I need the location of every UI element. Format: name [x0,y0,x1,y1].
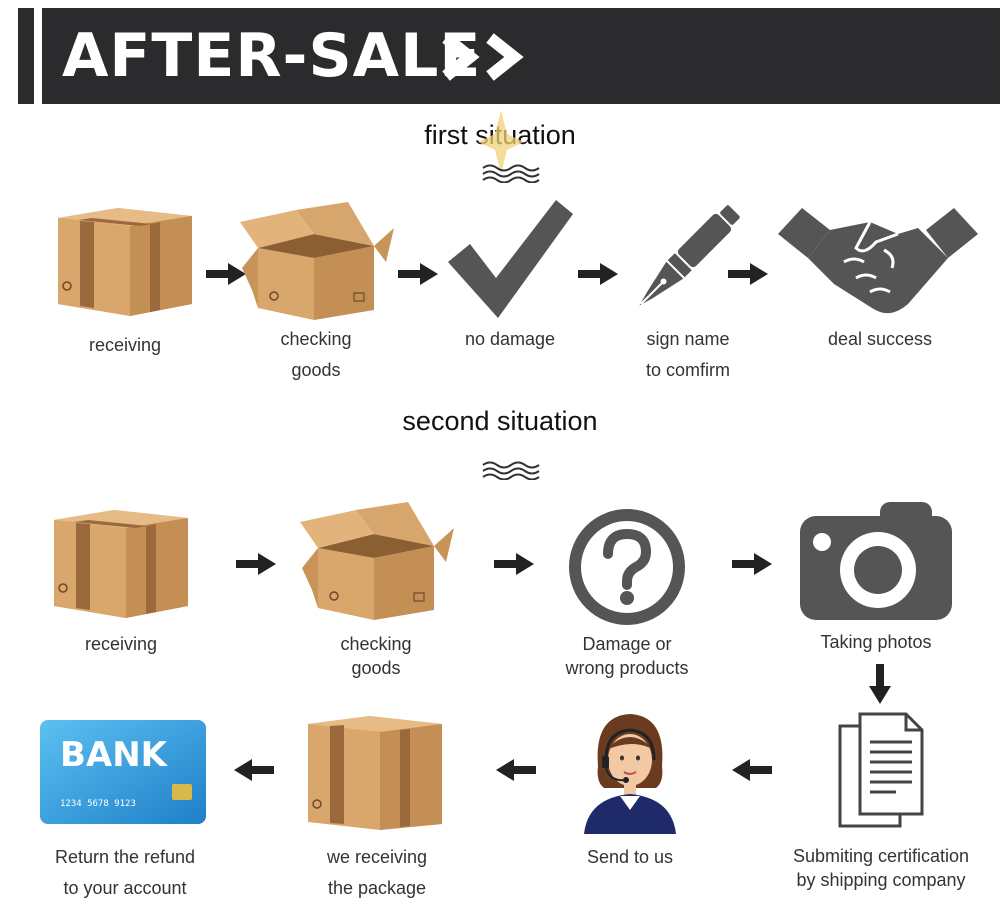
camera-icon [800,502,952,622]
documents-icon [836,710,926,830]
handshake-icon [778,200,978,322]
double-chevron-right-icon [440,32,532,82]
waves-icon [481,460,541,480]
arrow-right-icon [732,552,772,576]
arrow-right-icon [236,552,276,576]
closed-box-icon [46,502,196,622]
closed-box-icon [50,200,200,320]
checkmark-icon [448,200,573,320]
waves-icon [481,163,541,183]
step2-receiving-label: receiving [84,634,158,654]
step-no-damage-label: no damage [464,329,556,349]
step2-taking-photos-label: Taking photos [820,632,932,652]
step2-send-to-us-label: Send to us [586,847,674,867]
arrow-right-icon [494,552,534,576]
arrow-left-icon [496,758,536,782]
bank-card-icon: BANK 1234 5678 9123 [40,720,206,824]
banner-title: AFTER-SALE [62,21,482,91]
open-box-icon [296,498,456,628]
arrow-left-icon [732,758,772,782]
step-deal-success-label: deal success [827,329,933,349]
closed-box-icon [300,712,450,832]
question-circle-icon [566,506,688,628]
second-situation-heading: second situation [402,406,598,436]
arrow-right-icon [578,262,618,286]
arrow-down-icon [868,664,892,704]
bank-card-number: 1234 5678 9123 [60,799,136,809]
banner-stripe [18,8,34,104]
step-receiving-label: receiving [88,335,162,355]
open-box-icon [236,198,396,328]
fountain-pen-icon [626,198,742,324]
arrow-left-icon [234,758,274,782]
sparkle-icon [478,110,524,174]
arrow-right-icon [728,262,768,286]
arrow-right-icon [398,262,438,286]
bank-card-text: BANK [60,735,169,775]
customer-service-agent-icon [578,710,682,834]
